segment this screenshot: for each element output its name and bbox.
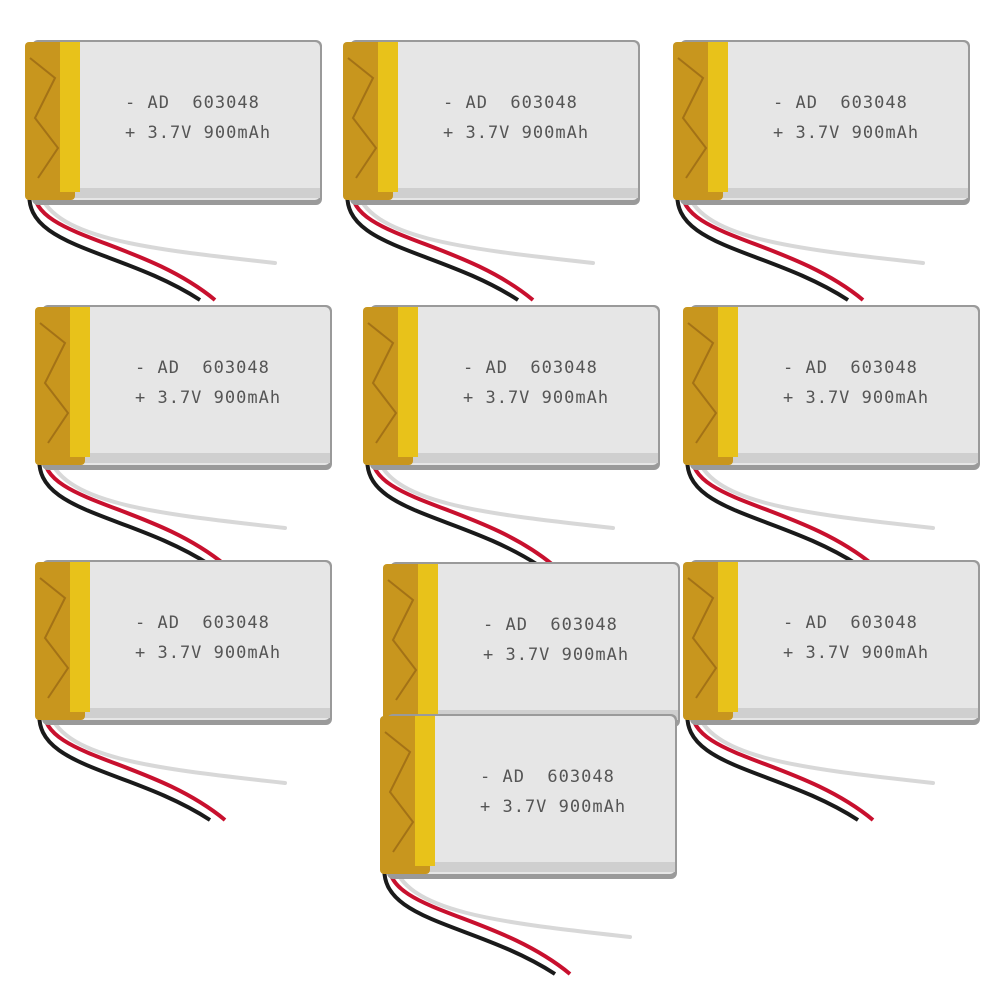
battery-spec-label: + 3.7V 900mAh: [783, 643, 930, 663]
battery-model-label: - AD 603048: [783, 613, 918, 633]
battery-spec-label: + 3.7V 900mAh: [773, 123, 920, 143]
battery-spec-label: + 3.7V 900mAh: [480, 797, 627, 817]
battery-spec-label: + 3.7V 900mAh: [135, 643, 282, 663]
battery-spec-label: + 3.7V 900mAh: [135, 388, 282, 408]
battery-graphic: [673, 40, 970, 302]
battery-graphic: [683, 560, 980, 822]
battery-graphic: [35, 560, 332, 822]
battery-spec-label: + 3.7V 900mAh: [125, 123, 272, 143]
battery-graphic: [683, 305, 980, 567]
lipo-battery: - AD 603048 + 3.7V 900mAh: [678, 558, 980, 828]
lipo-battery: - AD 603048 + 3.7V 900mAh: [358, 303, 660, 573]
battery-spec-label: + 3.7V 900mAh: [463, 388, 610, 408]
battery-graphic: [35, 305, 332, 567]
lipo-battery: - AD 603048 + 3.7V 900mAh: [338, 38, 640, 308]
battery-model-label: - AD 603048: [783, 358, 918, 378]
battery-model-label: - AD 603048: [443, 93, 578, 113]
battery-model-label: - AD 603048: [463, 358, 598, 378]
lipo-battery: - AD 603048 + 3.7V 900mAh: [30, 303, 332, 573]
lipo-battery: - AD 603048 + 3.7V 900mAh: [678, 303, 980, 573]
lipo-battery: - AD 603048 + 3.7V 900mAh: [20, 38, 322, 308]
battery-model-label: - AD 603048: [483, 615, 618, 635]
battery-model-label: - AD 603048: [135, 613, 270, 633]
battery-graphic: [383, 562, 680, 824]
lipo-battery: - AD 603048 + 3.7V 900mAh: [30, 558, 332, 828]
battery-graphic: [380, 714, 677, 976]
battery-model-label: - AD 603048: [480, 767, 615, 787]
battery-spec-label: + 3.7V 900mAh: [483, 645, 630, 665]
lipo-battery: - AD 603048 + 3.7V 900mAh: [668, 38, 970, 308]
battery-model-label: - AD 603048: [135, 358, 270, 378]
battery-model-label: - AD 603048: [125, 93, 260, 113]
lipo-battery: - AD 603048 + 3.7V 900mAh: [378, 560, 680, 830]
battery-graphic: [363, 305, 660, 567]
battery-spec-label: + 3.7V 900mAh: [443, 123, 590, 143]
battery-graphic: [343, 40, 640, 302]
battery-model-label: - AD 603048: [773, 93, 908, 113]
battery-graphic: [25, 40, 322, 302]
battery-spec-label: + 3.7V 900mAh: [783, 388, 930, 408]
lipo-battery: - AD 603048 + 3.7V 900mAh: [375, 712, 677, 982]
